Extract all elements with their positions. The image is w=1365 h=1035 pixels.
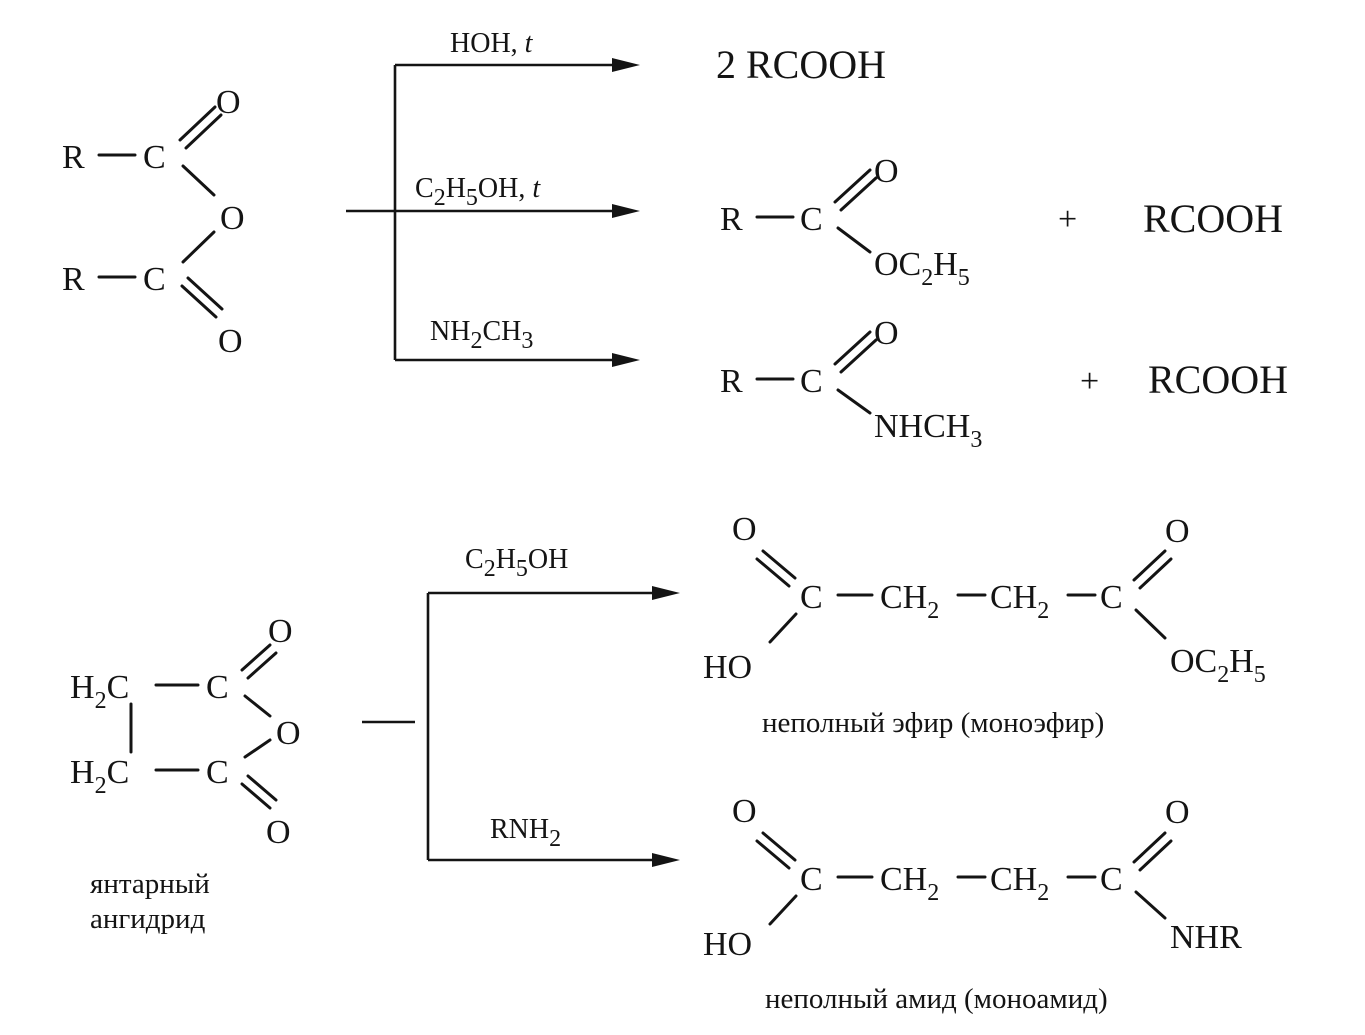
group-h2c-lower: H2C: [70, 754, 129, 799]
double-bond-lower-b: [186, 276, 224, 311]
double-bond-right-amide-b: [1138, 839, 1173, 872]
double-bond-ring-upper-b: [246, 651, 278, 680]
arrow-upper-head: [652, 586, 680, 600]
atom-c-ring-upper: C: [206, 669, 229, 706]
double-bond-amide-a: [833, 330, 872, 366]
double-bond-ring-lower-b: [246, 774, 278, 802]
atom-o-right-amide: O: [1165, 794, 1190, 831]
arrow-lower-head: [652, 853, 680, 867]
atom-r-lower: R: [62, 261, 85, 298]
atom-o-bridge: O: [220, 200, 245, 237]
double-bond-lower-a: [180, 284, 218, 319]
double-bond-right-ester-b: [1138, 557, 1173, 590]
group-nhch3: NHCH3: [874, 408, 982, 453]
double-bond-right-amide-a: [1132, 831, 1167, 864]
double-bond-upper-a: [178, 105, 217, 142]
atom-o-left-ester: O: [732, 511, 757, 548]
bond-c-o-bridge-lower: [181, 230, 216, 264]
reagent-amine: RNH2: [490, 814, 561, 852]
group-ho-amide: HO: [703, 926, 752, 963]
atom-o-right-ester: O: [1165, 513, 1190, 550]
group-ch2-2-ester: CH2: [990, 579, 1049, 624]
reagent-methylamine: NH2CH3: [430, 316, 533, 354]
caption-monoamide: неполный амид (моноамид): [765, 983, 1108, 1015]
atom-o-left-amide: O: [732, 793, 757, 830]
bond-c-n-amide: [836, 388, 872, 415]
atom-c-ring-lower: C: [206, 754, 229, 791]
atom-o-ring-upper: O: [268, 613, 293, 650]
product-ester: R C O OC2H5: [720, 153, 970, 291]
group-h2c-upper: H2C: [70, 669, 129, 714]
bottom-arrows: [362, 586, 680, 867]
double-bond-upper-b: [184, 113, 223, 150]
plus-sign-ester: +: [1058, 201, 1077, 238]
double-bond-ester-a: [833, 168, 872, 204]
atom-c-upper: C: [143, 139, 166, 176]
atom-c-right-ester: C: [1100, 579, 1123, 616]
atom-o-amide: O: [874, 315, 899, 352]
arrow-middle-head: [612, 204, 640, 218]
plus-sign-amide: +: [1080, 363, 1099, 400]
atom-o-ring-lower: O: [266, 814, 291, 851]
atom-c-left-amide: C: [800, 861, 823, 898]
bond-c-oh-amide: [768, 894, 798, 926]
group-ho-ester: HO: [703, 649, 752, 686]
bond-c-oet-mono: [1134, 608, 1167, 640]
group-ch2-1-amide: CH2: [880, 861, 939, 906]
product-amide: R C O NHCH3: [720, 315, 982, 453]
anhydride-structure: R C O O R C O: [62, 84, 245, 360]
byproduct-acid-amide: RCOOH: [1148, 357, 1288, 402]
product-acids: 2 RCOOH: [716, 42, 886, 87]
atom-c-amide: C: [800, 363, 823, 400]
caption-succinic-1: янтарный: [90, 868, 210, 900]
bond-c-o-bridge-upper: [181, 164, 216, 197]
atom-r-ester: R: [720, 201, 743, 238]
reagent-ethanol-heat: C2H5OH, t: [415, 173, 541, 211]
double-bond-left-amide-b: [755, 839, 791, 870]
atom-o-ring: O: [276, 715, 301, 752]
atom-c-right-amide: C: [1100, 861, 1123, 898]
atom-r-upper: R: [62, 139, 85, 176]
atom-o-upper: O: [216, 84, 241, 121]
bond-c-oh-ester: [768, 612, 798, 644]
reagent-ethanol: C2H5OH: [465, 544, 568, 582]
top-arrows: [346, 58, 640, 367]
double-bond-ring-lower-a: [240, 782, 272, 810]
double-bond-amide-b: [839, 338, 878, 374]
double-bond-left-ester-a: [761, 549, 797, 580]
double-bond-left-ester-b: [755, 557, 791, 588]
product-monoamide: O C HO CH2 CH2 C O NHR: [703, 793, 1242, 963]
atom-c-lower: C: [143, 261, 166, 298]
double-bond-ester-b: [839, 176, 878, 212]
atom-o-ester: O: [874, 153, 899, 190]
atom-r-amide: R: [720, 363, 743, 400]
product-monoester: O C HO CH2 CH2 C O OC2H5: [703, 511, 1266, 688]
atom-o-lower: O: [218, 323, 243, 360]
arrow-top-head: [612, 58, 640, 72]
caption-monoester: неполный эфир (моноэфир): [762, 707, 1104, 739]
group-nhr: NHR: [1170, 919, 1242, 956]
bond-c-n-monoamide: [1134, 890, 1167, 920]
group-oc2h5-mono: OC2H5: [1170, 643, 1266, 688]
double-bond-ring-upper-a: [240, 643, 272, 672]
arrow-bottom-head: [612, 353, 640, 367]
atom-c-ester: C: [800, 201, 823, 238]
bond-c-o-ring-upper: [243, 694, 272, 718]
group-ch2-1-ester: CH2: [880, 579, 939, 624]
byproduct-acid-ester: RCOOH: [1143, 196, 1283, 241]
double-bond-left-amide-a: [761, 831, 797, 862]
succinic-anhydride-structure: H2C C O O H2C C O: [70, 613, 301, 851]
atom-c-left-ester: C: [800, 579, 823, 616]
reagent-hydrolysis: HOH, t: [450, 28, 534, 59]
group-oc2h5: OC2H5: [874, 246, 970, 291]
caption-succinic-2: ангидрид: [90, 903, 206, 935]
bond-c-o-ring-lower: [243, 738, 272, 759]
group-ch2-2-amide: CH2: [990, 861, 1049, 906]
bond-c-oet: [836, 226, 872, 254]
double-bond-right-ester-a: [1132, 549, 1167, 582]
